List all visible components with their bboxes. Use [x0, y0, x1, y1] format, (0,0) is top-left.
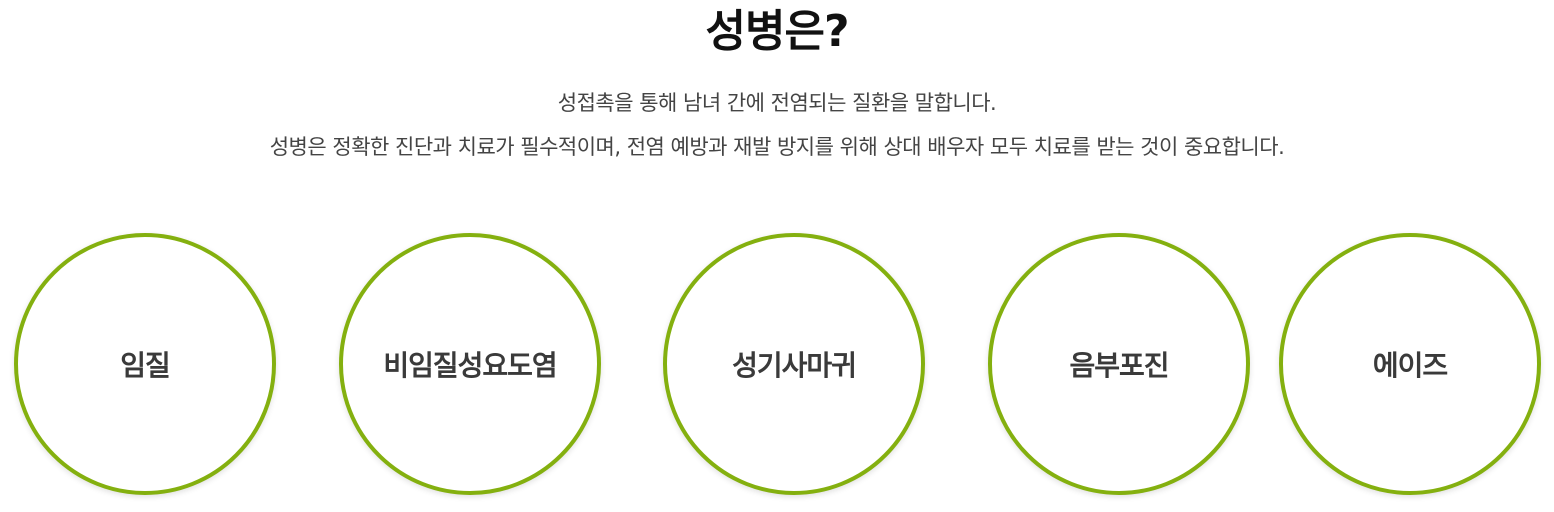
category-circle-genital-herpes[interactable]: 음부포진 [988, 233, 1250, 495]
category-label: 음부포진 [1069, 349, 1169, 382]
description-line-1: 성접촉을 통해 남녀 간에 전염되는 질환을 말합니다. [557, 91, 997, 115]
category-circle-genital-warts[interactable]: 성기사마귀 [663, 233, 925, 495]
category-label: 비임질성요도염 [383, 349, 557, 382]
category-circle-aids[interactable]: 에이즈 [1279, 233, 1541, 495]
page-title: 성병은? [705, 6, 850, 57]
category-label: 성기사마귀 [732, 349, 857, 382]
category-circle-gonorrhea[interactable]: 임질 [14, 233, 276, 495]
description-line-2: 성병은 정확한 진단과 치료가 필수적이며, 전염 예방과 재발 방지를 위해 … [269, 135, 1285, 159]
category-label: 임질 [120, 349, 171, 382]
category-circle-nongonococcal-urethritis[interactable]: 비임질성요도염 [339, 233, 601, 495]
category-label: 에이즈 [1372, 349, 1448, 382]
